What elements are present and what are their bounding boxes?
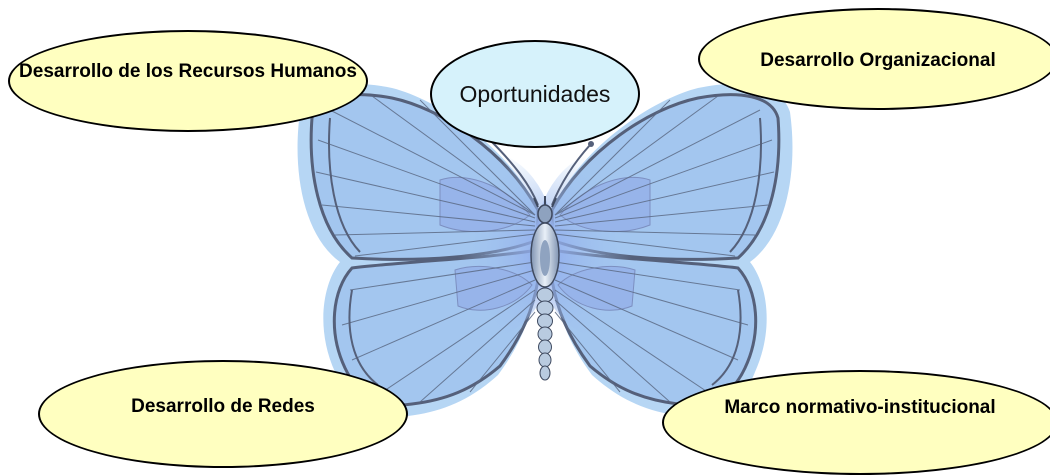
node-desarrollo-recursos-humanos: Desarrollo de los Recursos Humanos (8, 30, 368, 132)
node-label-redes: Desarrollo de Redes (131, 396, 315, 418)
node-oportunidades: Oportunidades (430, 40, 640, 148)
node-desarrollo-redes: Desarrollo de Redes (38, 360, 408, 468)
node-label-recursos-humanos: Desarrollo de los Recursos Humanos (19, 61, 357, 83)
node-label-marco-normativo: Marco normativo-institucional (724, 397, 995, 419)
node-label-oportunidades: Oportunidades (460, 81, 611, 108)
node-marco-normativo: Marco normativo-institucional (662, 370, 1050, 475)
node-label-organizacional: Desarrollo Organizacional (760, 50, 995, 72)
node-desarrollo-organizacional: Desarrollo Organizacional (698, 8, 1050, 110)
